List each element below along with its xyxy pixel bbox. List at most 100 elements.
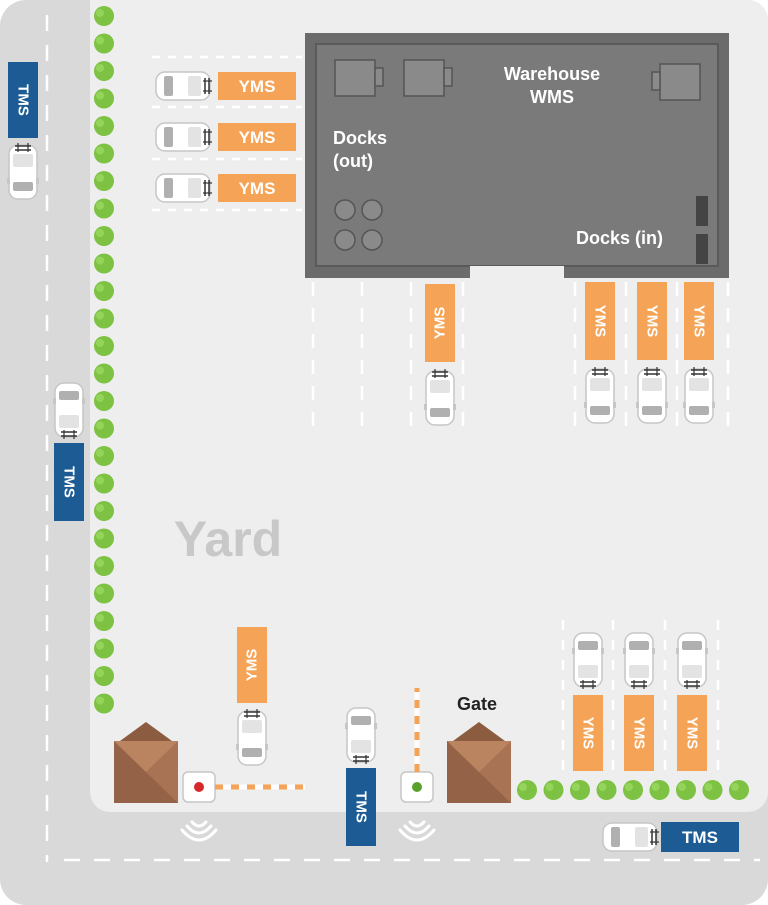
tree-icon [94,88,114,109]
dock-out-pads [334,199,383,251]
truck-icon [675,632,709,690]
truck-icon [6,142,40,200]
sensor-wave-icon [398,820,436,842]
yms-tag: YMS [592,305,609,338]
tree-icon [94,281,114,301]
docks-out-label: Docks [333,128,387,148]
tree-icon [543,780,564,800]
tms-truck-bottom: TMS [602,822,739,852]
tree-icon [94,226,114,246]
tree-icon [94,308,114,329]
tree-icon [94,61,114,81]
yms-truck-top-3: YMS [155,173,296,203]
wms-label: WMS [530,87,574,107]
yms-tag: YMS [684,717,701,750]
tree-icon [94,198,114,219]
tree-icon [94,336,114,356]
tree-icon [94,501,114,521]
tree-icon [94,33,114,54]
tms-tag: TMS [353,791,370,823]
yms-tag: YMS [239,128,276,147]
tms-truck-left-top: TMS [6,62,40,200]
parking-bays-bottom-right [561,620,720,770]
gatehouse-icon [114,722,178,803]
truck-icon [52,382,86,440]
yms-tag: YMS [691,305,708,338]
tree-icon [623,780,643,800]
yms-tag: YMS [239,179,276,198]
tms-truck-gate: TMS [344,707,378,846]
sensor-wave-icon [180,820,218,842]
yms-tag: YMS [432,307,449,340]
docks-out-sub-label: (out) [333,151,373,171]
tree-icon [94,556,114,576]
yms-tag: YMS [631,717,648,750]
yms-tag: YMS [644,305,661,338]
docks-in-label: Docks (in) [576,228,663,248]
yms-truck-top-1: YMS [155,71,296,101]
truck-icon [155,173,213,203]
yms-tag: YMS [244,649,261,682]
tree-icon [94,116,114,136]
tms-tag: TMS [15,84,32,116]
tms-truck-left-mid: TMS [52,382,86,521]
tree-icon [94,693,114,714]
yms-truck-parked-2: YMS [622,632,656,771]
tree-icon [94,638,114,659]
tree-icon [94,391,114,411]
tree-icon [94,666,114,686]
truck-icon [622,632,656,690]
tree-icon [94,6,114,26]
yms-tag: YMS [239,77,276,96]
tree-line-bottom [517,780,749,800]
tree-icon [596,780,617,800]
gatehouse-icon [447,722,511,803]
yms-truck-dock-in-2: YMS [635,282,669,424]
tree-icon [649,780,670,800]
tree-icon [702,780,723,800]
tree-icon [94,171,114,191]
tree-icon [729,780,749,800]
tree-icon [94,253,114,274]
tms-tag: TMS [682,828,718,847]
gate-barrier-icon [400,688,434,803]
tree-icon [94,418,114,439]
warehouse-building: Warehouse WMS Docks (out) Docks (in) [305,33,729,280]
tree-icon [94,473,114,494]
warehouse-label: Warehouse [504,64,600,84]
truck-icon [423,368,457,426]
tms-tag: TMS [61,466,78,498]
tree-icon [94,446,114,466]
truck-icon [155,122,213,152]
truck-icon [583,366,617,424]
yms-truck-dock-in-3: YMS [682,282,716,424]
yms-truck-dock-out: YMS [423,284,457,426]
truck-icon [235,708,269,766]
yard-label: Yard [174,511,282,567]
tree-icon [94,528,114,549]
yms-truck-parked-1: YMS [571,632,605,771]
dock-door-icon [334,59,701,101]
yms-tag: YMS [580,717,597,750]
truck-icon [344,707,378,765]
tree-icon [94,363,114,384]
yms-truck-top-2: YMS [155,122,296,152]
truck-icon [155,71,213,101]
gate-barrier-icon [182,771,305,803]
tree-icon [517,780,537,800]
tree-icon [94,611,114,631]
tree-icon [94,583,114,604]
yms-truck-yard: YMS [235,627,269,766]
truck-icon [635,366,669,424]
tree-icon [676,780,696,800]
tree-icon [570,780,590,800]
tree-icon [94,143,114,164]
truck-icon [571,632,605,690]
dock-in-doors [696,196,708,264]
gate-label: Gate [457,694,497,714]
yms-truck-parked-3: YMS [675,632,709,771]
yms-truck-dock-in-1: YMS [583,282,617,424]
truck-icon [602,822,660,852]
